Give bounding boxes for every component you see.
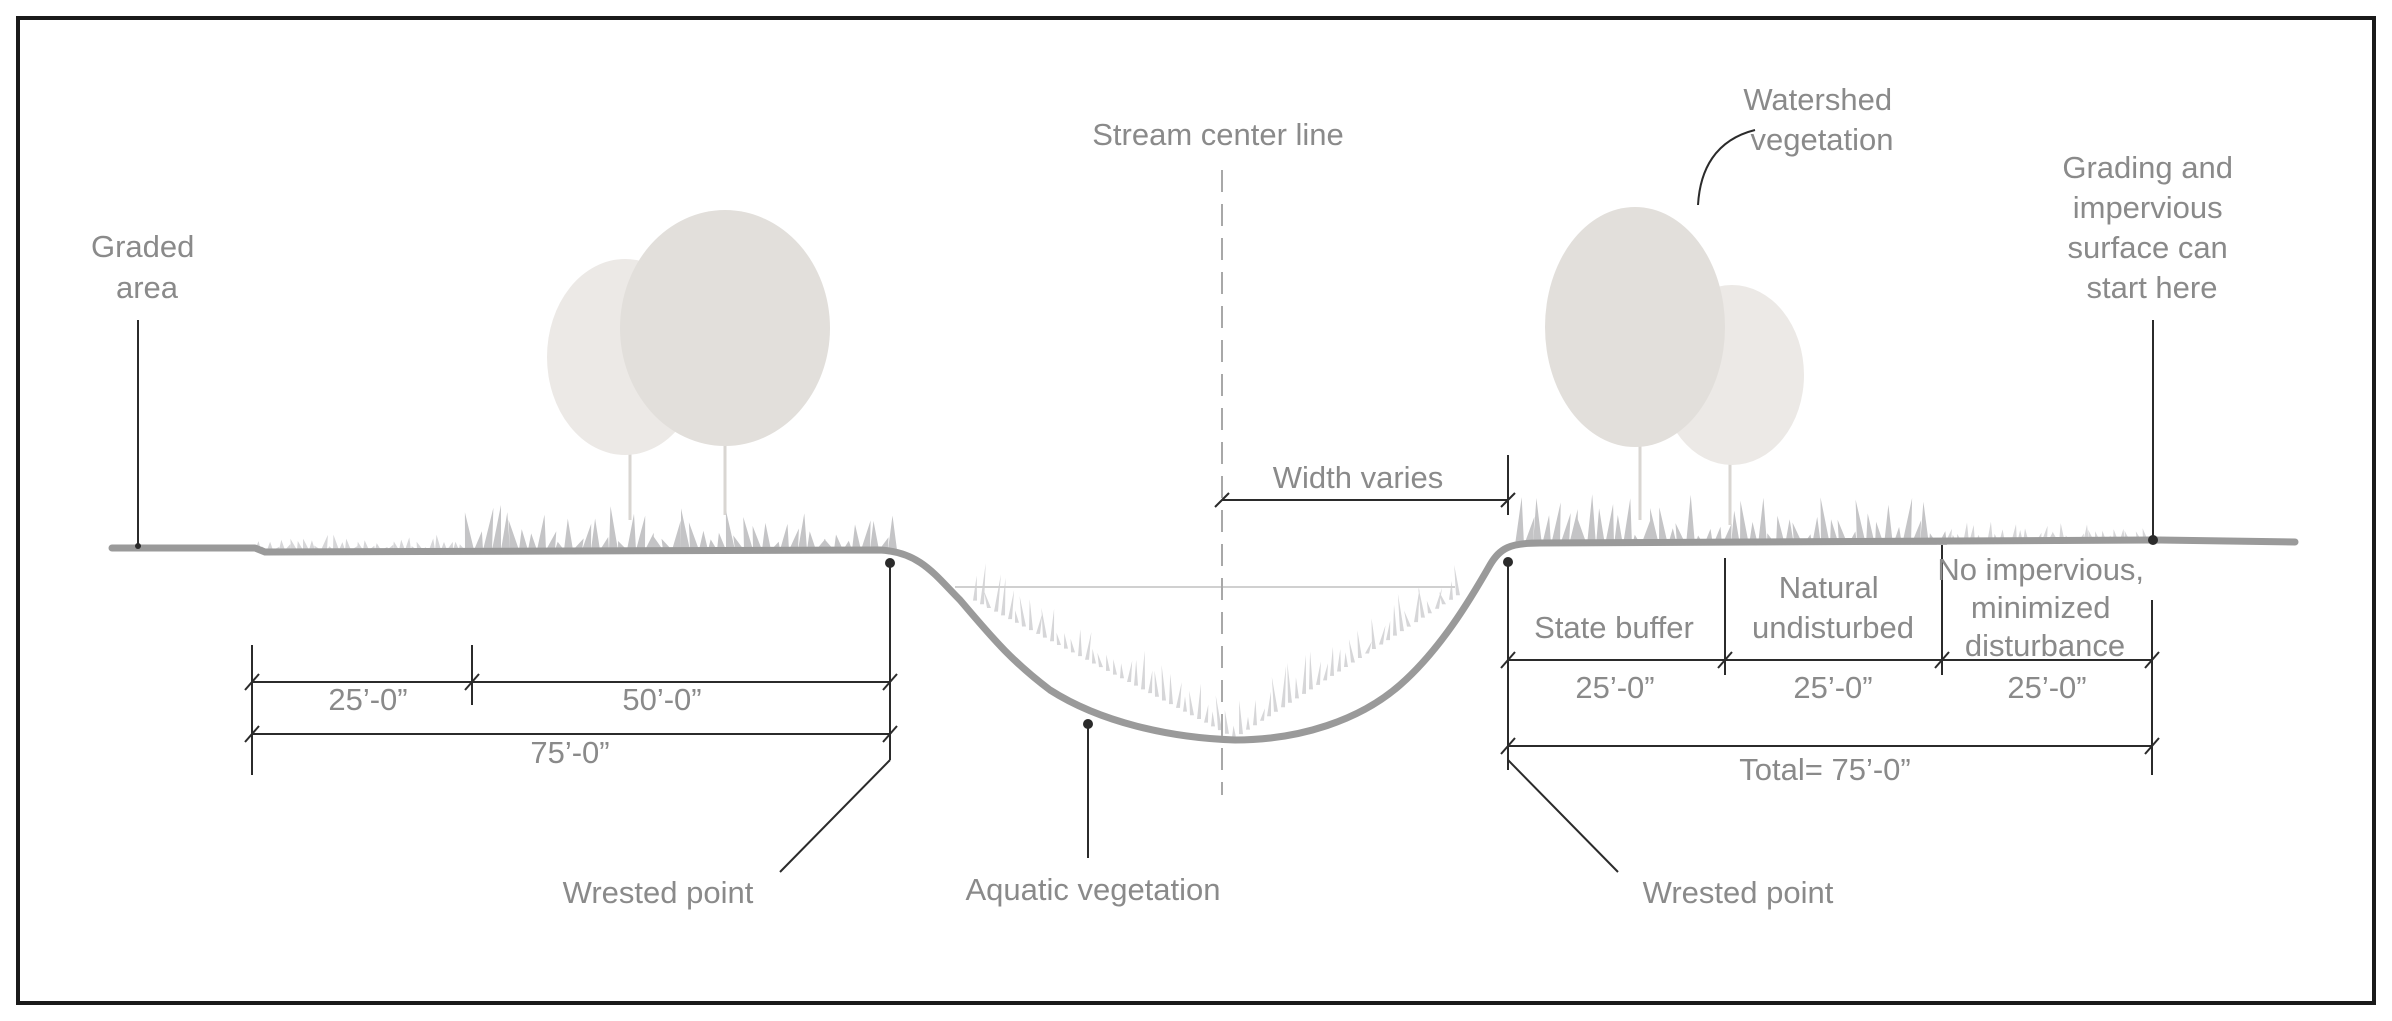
left-trees xyxy=(547,210,830,520)
grading-start-label: Grading and impervious surface can start… xyxy=(2062,150,2241,305)
state-buffer-label: State buffer xyxy=(1534,610,1694,645)
grass-tuft xyxy=(1515,494,1947,545)
dim-left-25: 25’-0” xyxy=(328,682,407,717)
wrested-point-right-label: Wrested point xyxy=(1643,875,1834,910)
diagram-frame xyxy=(16,16,2376,1005)
tree-left-front xyxy=(620,210,830,446)
grass-tuft xyxy=(464,504,897,550)
dim-right-25-b: 25’-0” xyxy=(1793,670,1872,705)
grading-start-point xyxy=(2148,535,2158,545)
tree-right-front xyxy=(1545,207,1725,447)
dim-left-50: 50’-0” xyxy=(622,682,701,717)
wrested-point-right-leader xyxy=(1507,759,1619,873)
ground-profile xyxy=(108,536,2299,744)
wrested-point-right-marker xyxy=(1503,557,1513,567)
right-dimensions xyxy=(1500,545,2160,775)
wrested-point-left-marker xyxy=(885,558,895,568)
graded-area-point xyxy=(135,543,141,549)
graded-area-label: Graded area xyxy=(91,229,203,305)
dim-left-75: 75’-0” xyxy=(530,735,609,770)
width-varies-dimension xyxy=(1214,455,1516,515)
width-varies-label: Width varies xyxy=(1273,460,1444,495)
no-impervious-label: No impervious, minimized disturbance xyxy=(1937,552,2152,663)
dim-right-25-c: 25’-0” xyxy=(2007,670,2086,705)
natural-undisturbed-label: Natural undisturbed xyxy=(1752,570,1914,645)
left-dimensions xyxy=(244,560,898,775)
stream-center-line-label: Stream center line xyxy=(1092,117,1344,152)
wrested-point-left-leader xyxy=(779,759,891,873)
aquatic-grass xyxy=(973,563,1460,738)
dim-right-total: Total= 75’-0” xyxy=(1739,752,1910,787)
aquatic-vegetation-label: Aquatic vegetation xyxy=(965,872,1220,907)
wrested-point-left-label: Wrested point xyxy=(563,875,754,910)
watershed-vegetation-label: Watershed vegetation xyxy=(1743,82,1900,157)
right-trees xyxy=(1545,207,1804,525)
dim-right-25-a: 25’-0” xyxy=(1575,670,1654,705)
watershed-vegetation-leader xyxy=(1697,129,1756,206)
